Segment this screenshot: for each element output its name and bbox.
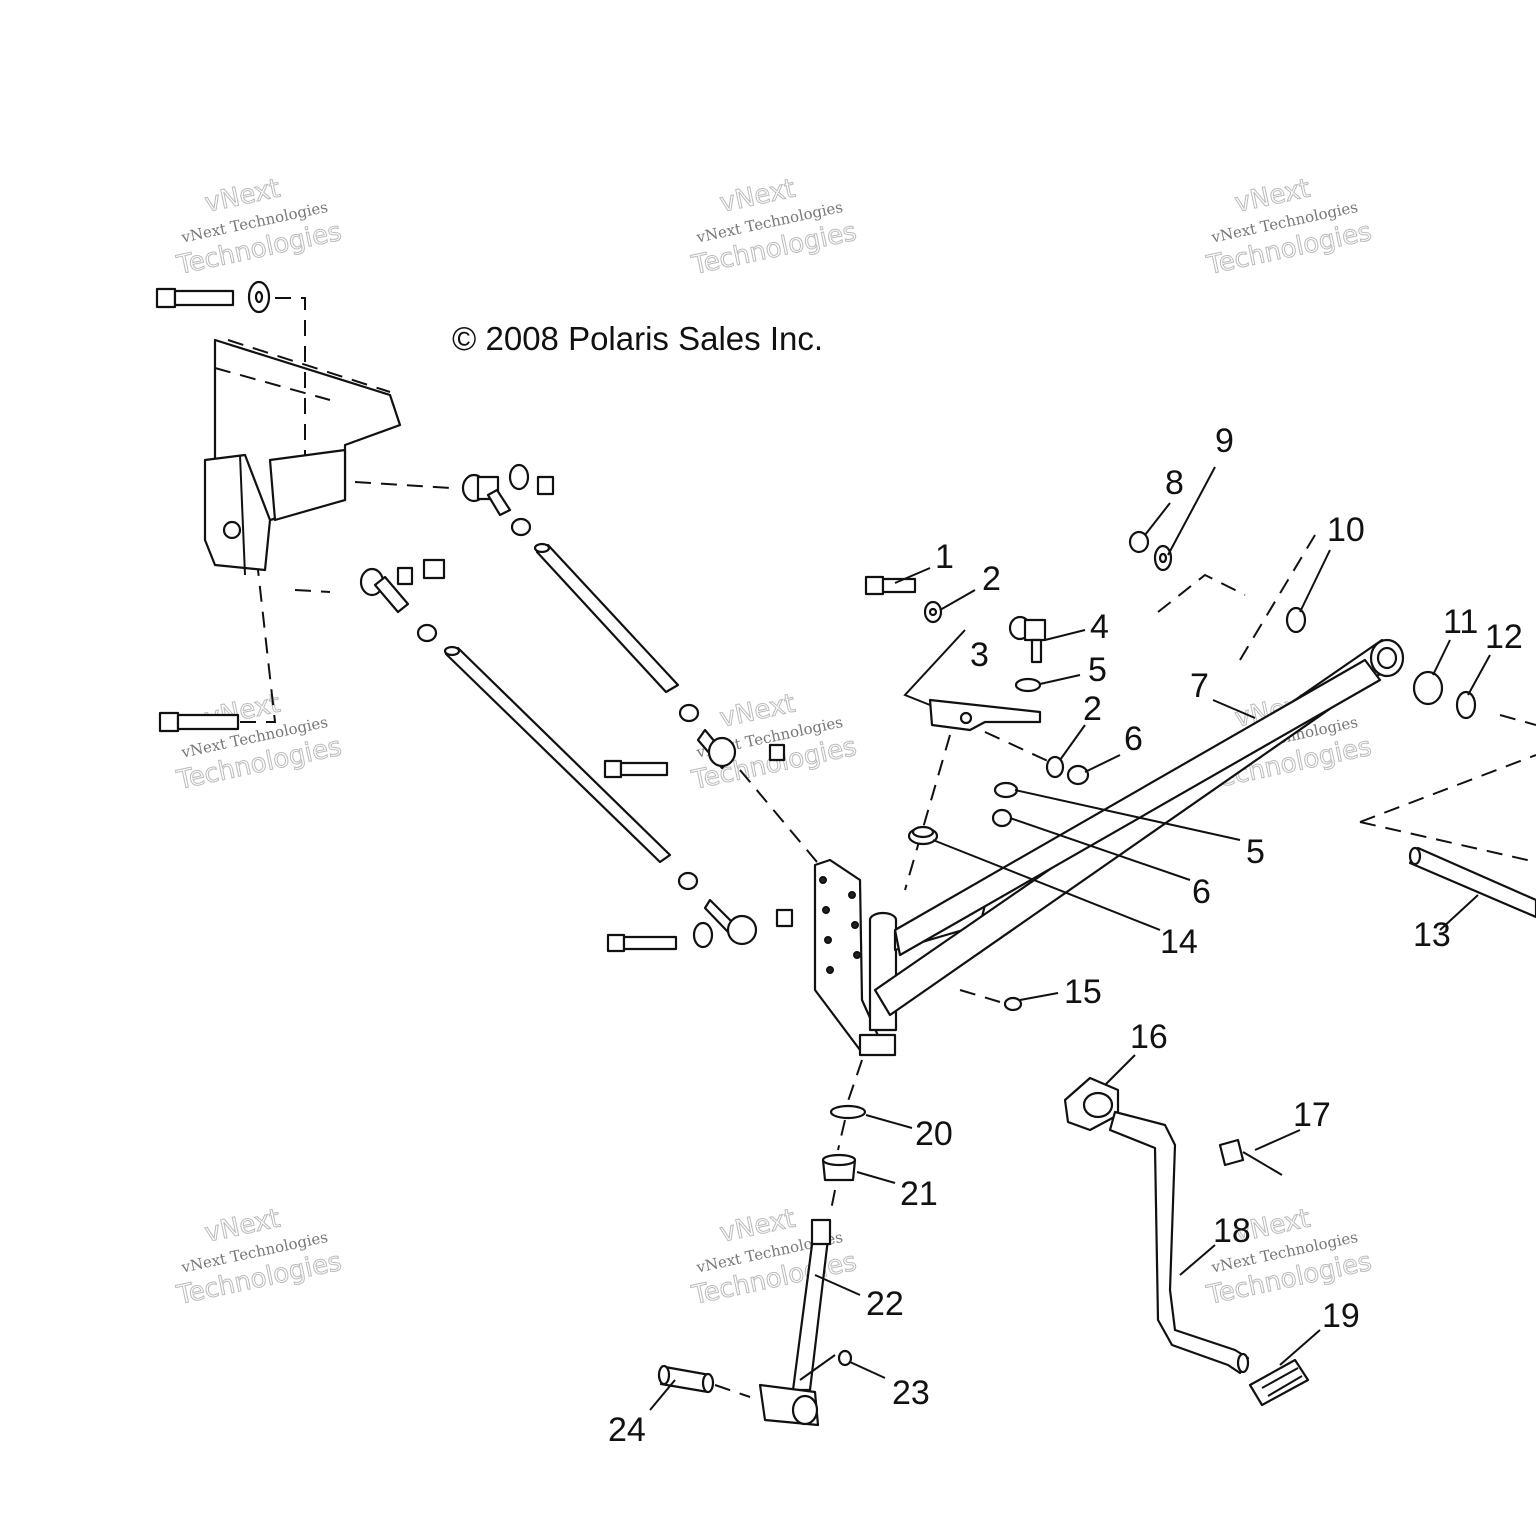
callout-5-lower: 5 (1246, 833, 1265, 871)
part-1-bolt (864, 575, 917, 596)
part-20-seal (829, 1104, 867, 1120)
watermark-2: vNext vNext Technologies Technologies (688, 173, 860, 281)
part-14-bushing (907, 825, 939, 846)
part-2-washer-top (923, 600, 943, 624)
callout-10: 10 (1327, 511, 1365, 549)
callout-6-top: 6 (1124, 720, 1143, 758)
lower-rod-end (294, 558, 446, 643)
part-3-bracket (903, 629, 1042, 732)
washer-leader-a (1157, 573, 1246, 613)
part-15-fitting (959, 989, 1023, 1012)
callout-3: 3 (970, 636, 989, 674)
part-10-washer (1285, 606, 1307, 634)
bottom-rod-end (606, 898, 794, 953)
center-rod-end (603, 728, 833, 881)
part-13-rod (1359, 754, 1536, 919)
callout-9: 9 (1215, 422, 1234, 460)
part-22-spindle (758, 1189, 836, 1427)
frame-bolt-top (155, 280, 306, 455)
lower-tie-rod (443, 645, 699, 891)
callout-24: 24 (608, 1411, 646, 1449)
part-23-fitting (837, 1349, 853, 1367)
callout-18: 18 (1213, 1212, 1251, 1250)
part-5-washer-top (1014, 677, 1042, 693)
watermark-3: vNext vNext Technologies Technologies (1203, 173, 1375, 281)
copyright-text: © 2008 Polaris Sales Inc. (452, 320, 823, 357)
watermark-7: vNext vNext Technologies Technologies (173, 1203, 345, 1311)
part-19-pad (1248, 1358, 1310, 1407)
callout-21: 21 (900, 1175, 938, 1213)
frame-bracket (203, 338, 402, 576)
callout-23: 23 (892, 1374, 930, 1412)
part-6-nut-lower (991, 808, 1013, 828)
callout-14: 14 (1160, 923, 1198, 961)
part-5-washer-lower (993, 781, 1019, 799)
callout-2-lower: 2 (1083, 690, 1102, 728)
callout-2-top: 2 (982, 560, 1001, 598)
part-12-ring (1455, 690, 1477, 720)
upper-rod-end (354, 463, 555, 537)
part-16-flange (1063, 1076, 1120, 1132)
steering-post-assembly (813, 638, 1405, 1057)
callout-11: 11 (1443, 603, 1478, 641)
spindle-leader-top (844, 1059, 863, 1111)
part-24-sleeve (657, 1364, 751, 1398)
washer-leader-c (1499, 714, 1536, 726)
callout-6-lower: 6 (1192, 873, 1211, 911)
callout-labels: 1 2 3 4 5 2 6 7 8 9 10 11 12 5 6 13 14 1… (608, 422, 1523, 1449)
callout-1: 1 (935, 538, 954, 576)
part-11-bushing (1412, 670, 1444, 706)
callout-22: 22 (866, 1285, 904, 1323)
watermark-1: vNext vNext Technologies Technologies (173, 173, 345, 281)
bracket-to-post-leader (904, 734, 951, 891)
part-17-pin (1218, 1138, 1283, 1176)
callout-13: 13 (1413, 916, 1451, 954)
watermark-9: vNext vNext Technologies Technologies (1203, 1203, 1375, 1311)
callout-20: 20 (915, 1115, 953, 1153)
frame-bolt-bottom (158, 569, 277, 733)
part-21-bushing (821, 1153, 857, 1182)
callout-19: 19 (1322, 1297, 1360, 1335)
callout-16: 16 (1130, 1018, 1168, 1056)
part-2-washer-lower (1045, 755, 1065, 779)
callout-leaders (649, 466, 1491, 1411)
callout-8: 8 (1165, 464, 1184, 502)
part-8-nut (1128, 530, 1150, 554)
bracket-leader (984, 731, 1051, 763)
callout-12: 12 (1485, 618, 1523, 656)
callout-15: 15 (1064, 973, 1102, 1011)
part-9-washer (1153, 544, 1173, 572)
callout-17: 17 (1293, 1096, 1331, 1134)
watermark-8: vNext vNext Technologies Technologies (688, 1203, 860, 1311)
part-18-pedal-arm (1108, 1110, 1250, 1375)
callout-4: 4 (1090, 608, 1109, 646)
upper-tie-rod (533, 542, 700, 723)
part-6-nut-top (1066, 764, 1090, 786)
part-4-rod-end (1008, 615, 1047, 664)
callout-5-top: 5 (1088, 651, 1107, 689)
washer-leader-b (1239, 534, 1316, 661)
callout-7: 7 (1190, 667, 1209, 705)
watermark-4: vNext vNext Technologies Technologies (173, 688, 345, 796)
spindle-leader-mid (837, 1119, 846, 1151)
